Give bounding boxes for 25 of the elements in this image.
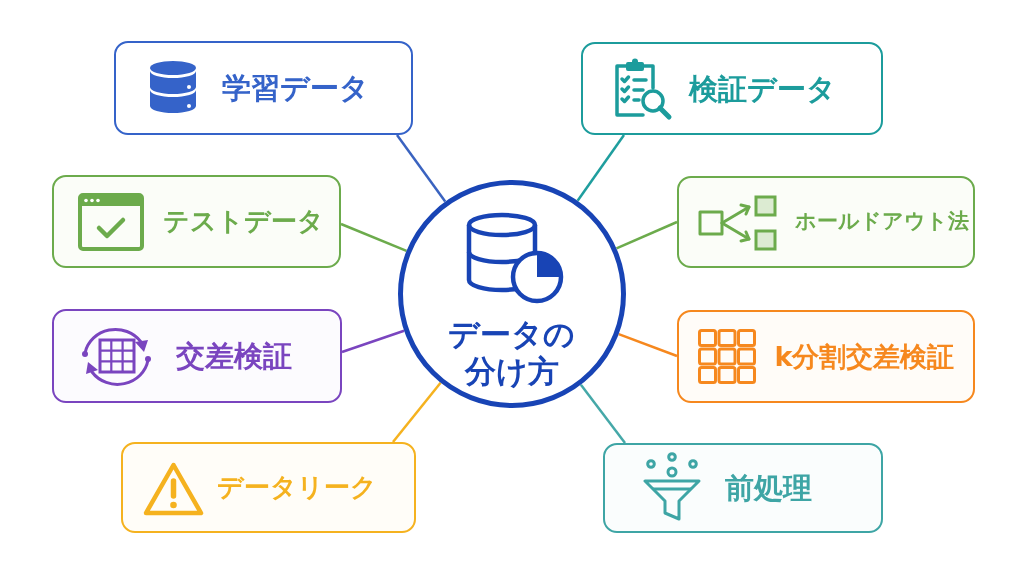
- topic-label: 前処理: [724, 470, 812, 506]
- topic-card: [121, 442, 416, 533]
- topic-card: [603, 443, 883, 533]
- topic-label: データリーク: [216, 471, 377, 504]
- topic-label: 検証データ: [688, 71, 836, 106]
- connector-line: [579, 384, 626, 444]
- topic-label: テストデータ: [162, 205, 324, 238]
- connector-line: [616, 220, 678, 250]
- topic-label: ホールドアウト法: [794, 209, 969, 235]
- connector-line: [340, 222, 407, 252]
- topic-label: k分割交差検証: [774, 340, 955, 373]
- connector-line: [618, 332, 678, 358]
- connector-line: [396, 134, 447, 203]
- connector-line: [392, 382, 442, 443]
- topic-label: 学習データ: [221, 70, 369, 106]
- hub-title: データの分け方: [447, 316, 577, 390]
- topic-card: [114, 41, 413, 135]
- connector-line: [576, 134, 626, 202]
- topic-label: 交差検証: [175, 338, 292, 374]
- topic-card: [677, 176, 975, 268]
- topic-card: [52, 309, 342, 403]
- connector-line: [341, 329, 405, 354]
- topic-card: [581, 42, 883, 135]
- topic-card: [52, 175, 341, 268]
- topic-card: [677, 310, 975, 403]
